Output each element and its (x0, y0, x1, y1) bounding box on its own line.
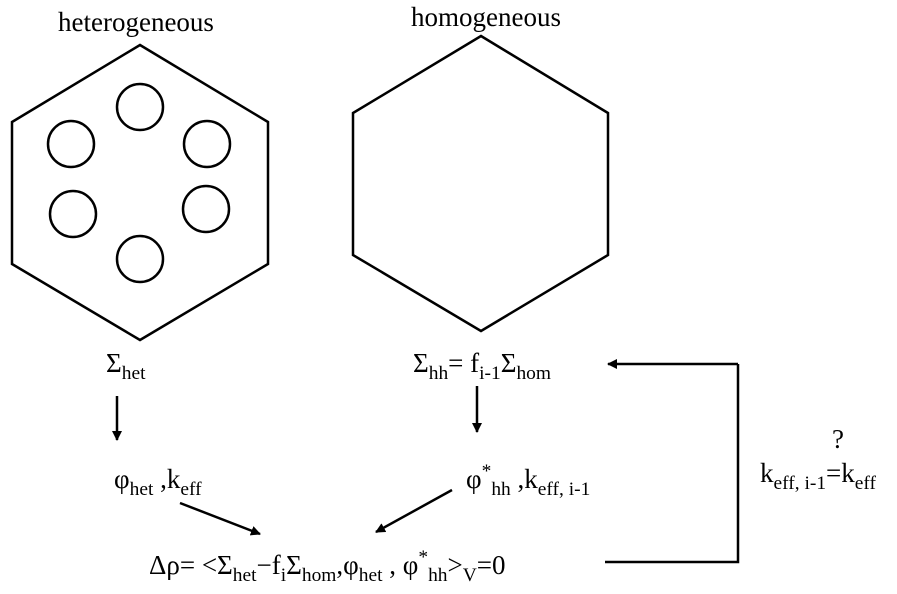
heterogeneous-hexagon (10, 43, 270, 342)
arrow-phi-het-to-delta (179, 501, 261, 536)
convergence-question-mark: ? (832, 424, 844, 454)
homogeneous-title: homogeneous (411, 2, 561, 32)
pin-circle-lower-left (48, 189, 98, 239)
sigma-hh-equation: Σhh= fi-1Σhom (413, 348, 551, 384)
pin-circle-upper-right (182, 119, 232, 169)
feedback-loop-line (605, 364, 740, 564)
pin-circle-bottom (115, 234, 165, 284)
pin-circle-lower-right (181, 184, 231, 234)
arrow-phi-hh-to-delta (375, 488, 453, 534)
delta-rho-equation: Δρ= <Σhet−fiΣhom,φhet , φ*hh>V=0 (149, 547, 506, 586)
pin-circle-upper-left (46, 119, 96, 169)
pin-circle-top (115, 82, 165, 132)
phi-het-keff-label: φhet ,keff (114, 464, 202, 500)
sigma-het-label: Σhet (106, 348, 146, 384)
phi-hh-keff-label: φ*hh ,keff, i-1 (466, 461, 591, 500)
convergence-check-label: keff, i-1=keff (760, 458, 877, 494)
homogeneous-hexagon (351, 34, 610, 333)
heterogeneous-title: heterogeneous (58, 7, 214, 37)
